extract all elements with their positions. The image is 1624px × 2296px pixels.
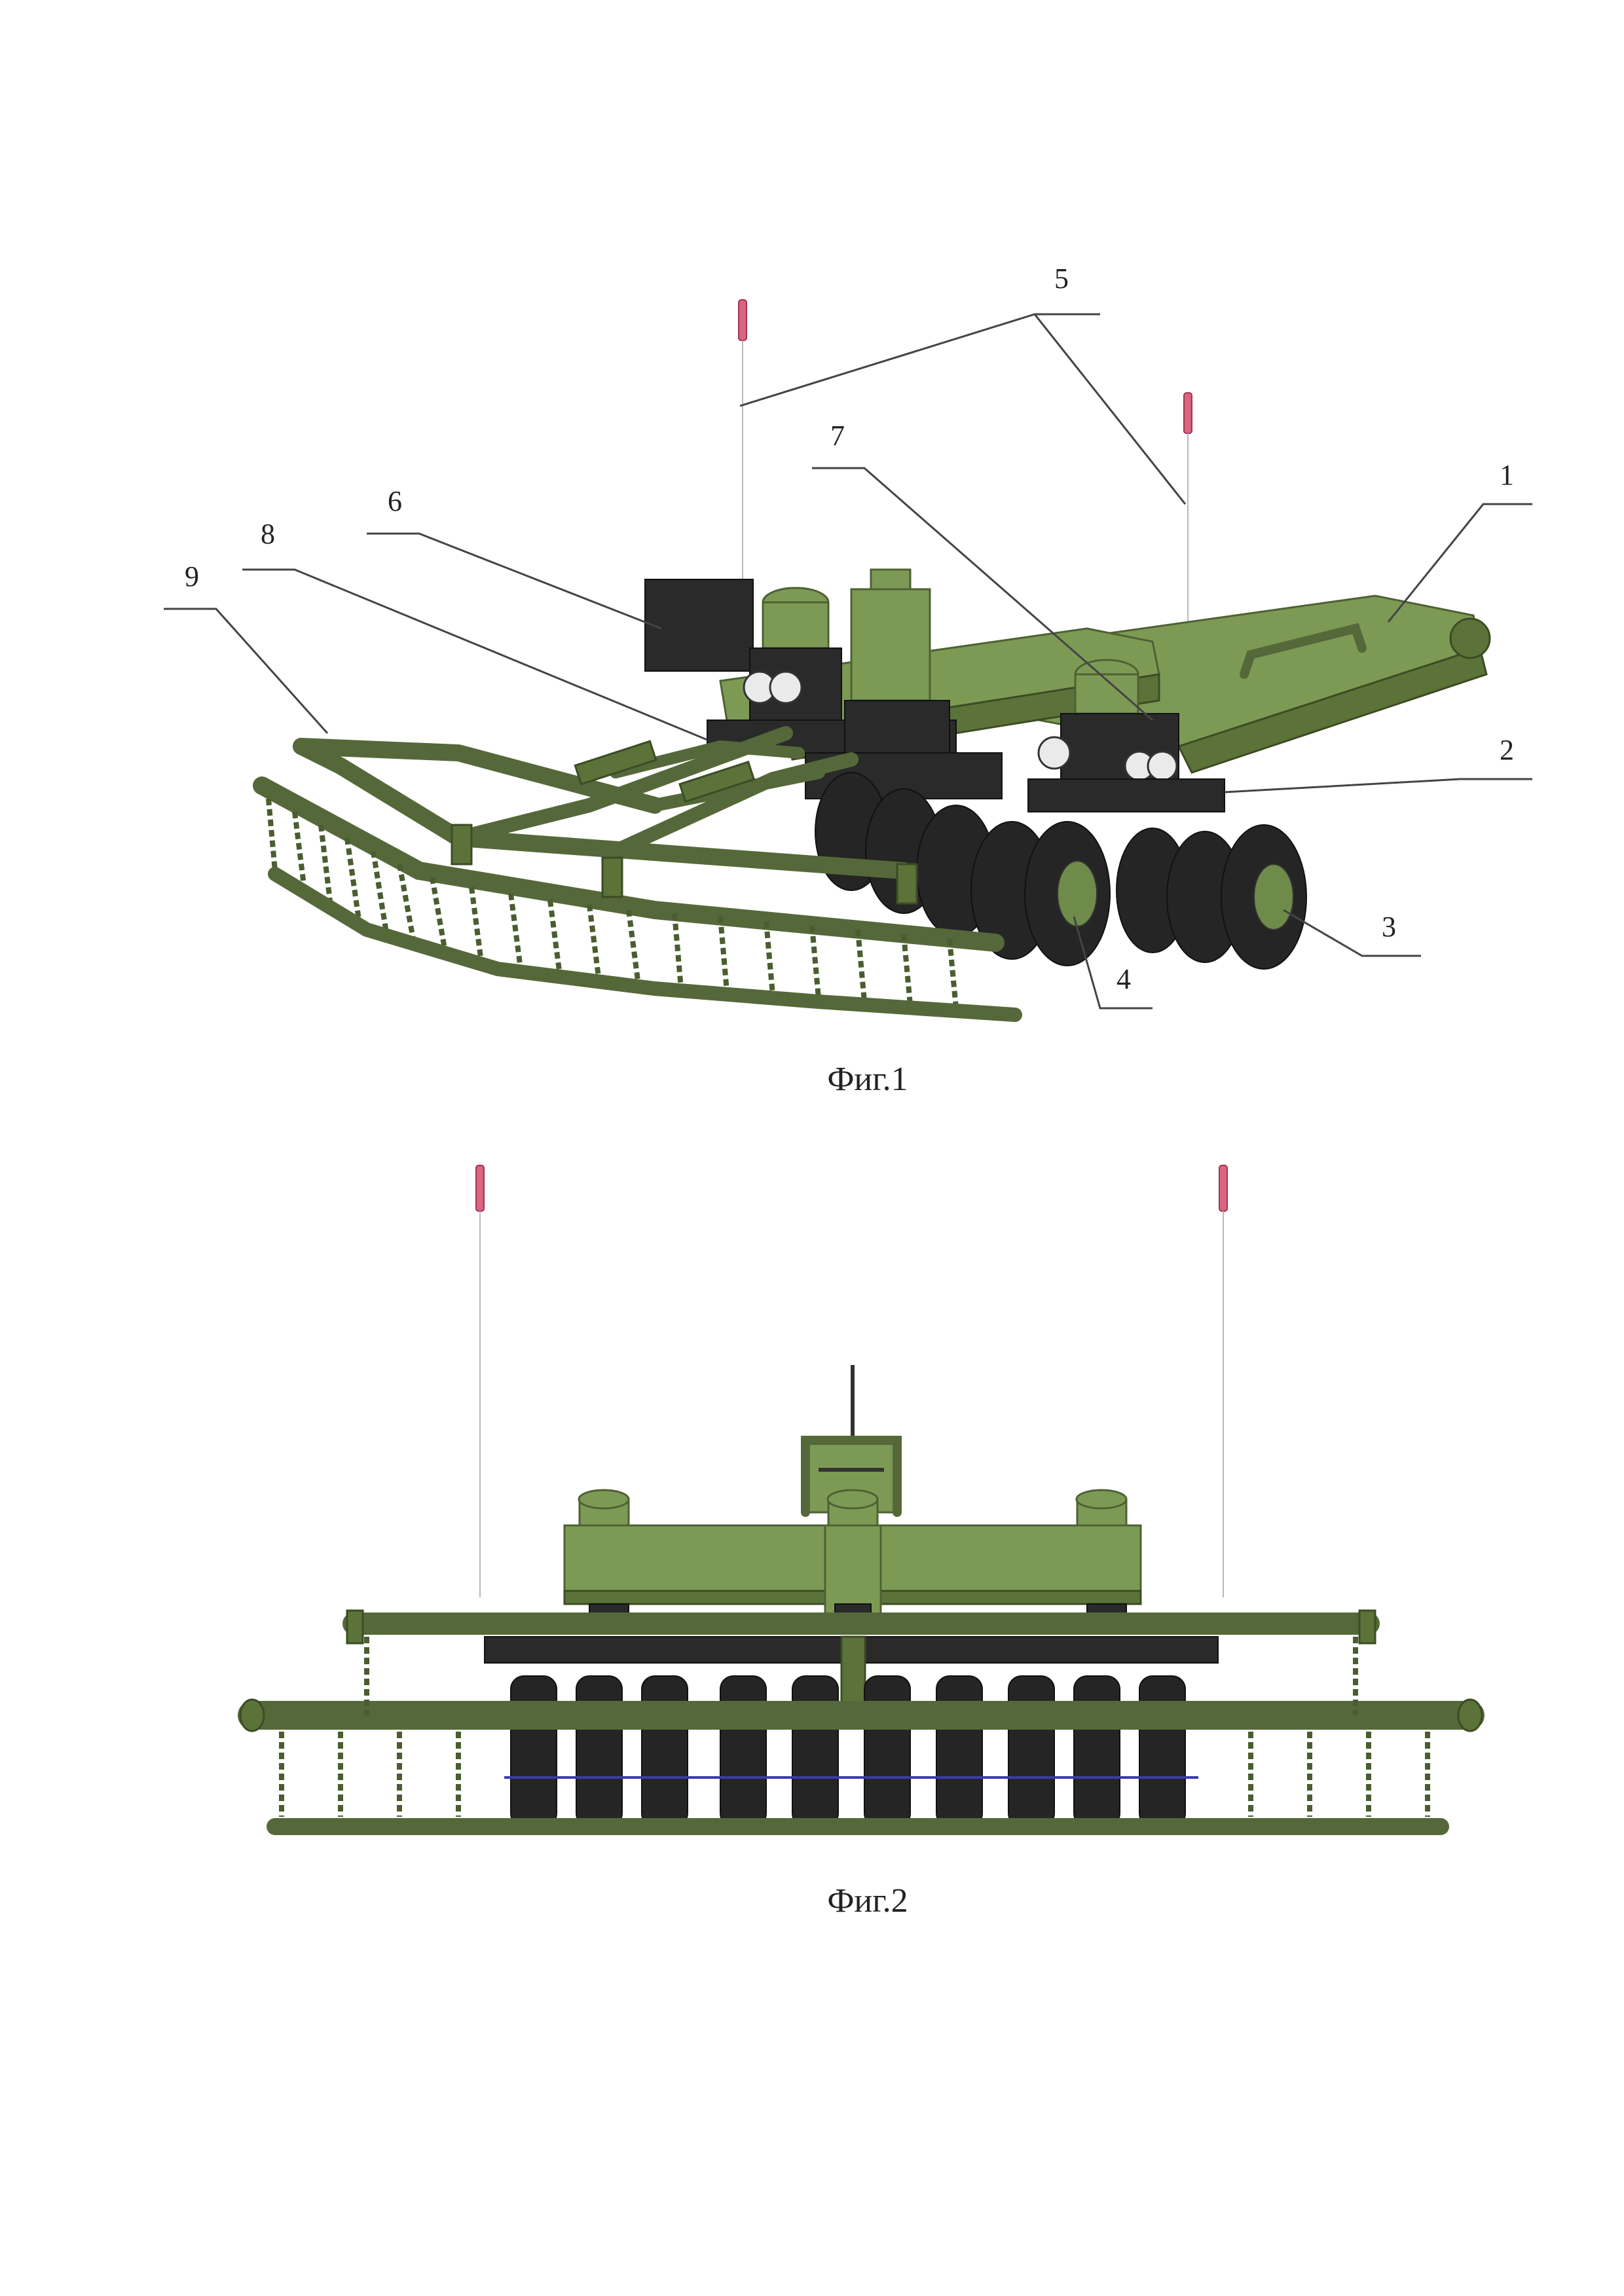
marker-rod-left-fig2 [475,1165,485,1597]
figure-2: Фиг.2 [238,1165,1485,1920]
harrow-frame [253,726,1005,952]
callout-8: 8 [261,518,275,550]
figure-2-caption: Фиг.2 [827,1882,908,1920]
middle-frame [342,1609,1380,1710]
figure-1-caption: Фиг.1 [827,1061,908,1098]
shield-plate [644,579,754,672]
coupling-assembly-left [707,587,957,754]
coupling-assembly-right [1027,659,1225,812]
wheel-group-right [1116,824,1307,970]
figure-1: 1 2 3 4 5 6 7 8 9 Фиг.1 [164,263,1532,1098]
callout-5: 5 [1054,263,1069,295]
chain-harrow-1 [266,798,1022,1022]
callout-leaders-fig1 [164,313,1532,1010]
callout-6: 6 [388,485,402,517]
lower-beam [238,1698,1485,1732]
callout-2: 2 [1500,734,1514,766]
chain-harrow-2 [267,1637,1449,1835]
wheel-group-left [815,772,1111,966]
callout-4: 4 [1116,963,1131,995]
marker-rod-right-fig2 [1219,1165,1228,1597]
callout-1: 1 [1500,459,1514,491]
upper-beam [563,1489,1142,1631]
callout-9: 9 [185,560,199,592]
callout-3: 3 [1382,911,1396,943]
callout-7: 7 [830,420,845,452]
